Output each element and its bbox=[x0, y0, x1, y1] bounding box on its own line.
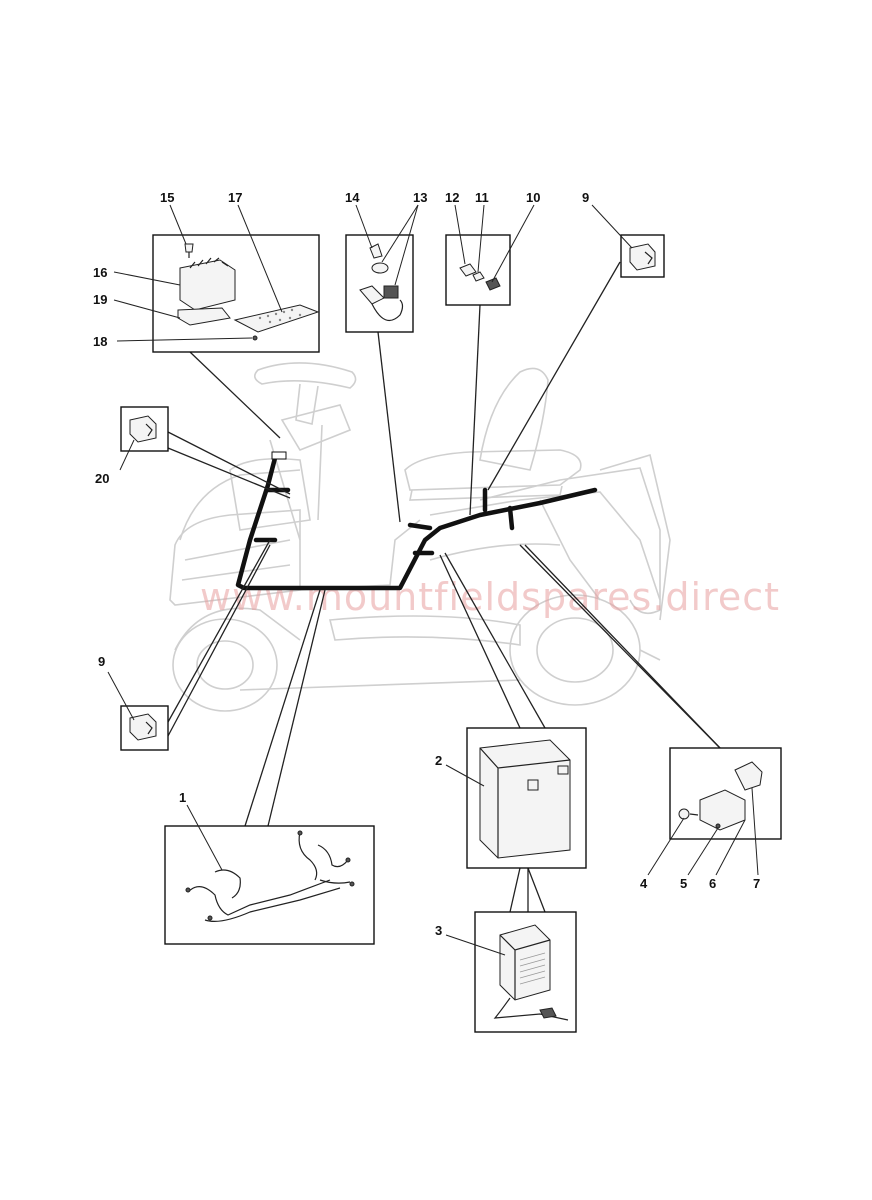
box-solenoid bbox=[669, 747, 782, 840]
callout-17: 17 bbox=[228, 190, 242, 205]
callouts: 15 17 16 19 18 14 13 12 11 10 9 20 9 1 2… bbox=[93, 190, 760, 938]
wiring-harness bbox=[235, 451, 598, 591]
callout-15: 15 bbox=[160, 190, 174, 205]
callout-11: 11 bbox=[475, 190, 489, 205]
callout-9-top: 9 bbox=[582, 190, 589, 205]
box-harness bbox=[164, 825, 375, 945]
watermark-text: www.mountfieldspares.direct bbox=[200, 575, 780, 619]
callout-3: 3 bbox=[435, 923, 442, 938]
callout-1: 1 bbox=[179, 790, 186, 805]
callout-5: 5 bbox=[680, 876, 687, 891]
callout-4: 4 bbox=[640, 876, 648, 891]
callout-6: 6 bbox=[709, 876, 716, 891]
callout-10: 10 bbox=[526, 190, 540, 205]
callout-9-left: 9 bbox=[98, 654, 105, 669]
callout-13: 13 bbox=[413, 190, 427, 205]
box-switch-9-left bbox=[120, 705, 169, 751]
box-control-module bbox=[152, 234, 320, 353]
callout-12: 12 bbox=[445, 190, 459, 205]
box-battery bbox=[466, 727, 587, 869]
leader-lines bbox=[107, 204, 759, 956]
box-switch-20 bbox=[120, 406, 169, 452]
box-charger bbox=[474, 911, 577, 1033]
box-key-switch bbox=[345, 234, 414, 333]
callout-20: 20 bbox=[95, 471, 109, 486]
callout-2: 2 bbox=[435, 753, 442, 768]
mower-outline bbox=[169, 362, 671, 712]
box-switch-9-right bbox=[620, 234, 665, 278]
callout-19: 19 bbox=[93, 292, 107, 307]
callout-7: 7 bbox=[753, 876, 760, 891]
callout-14: 14 bbox=[345, 190, 360, 205]
connector-lines bbox=[167, 261, 721, 913]
callout-18: 18 bbox=[93, 334, 107, 349]
callout-16: 16 bbox=[93, 265, 107, 280]
